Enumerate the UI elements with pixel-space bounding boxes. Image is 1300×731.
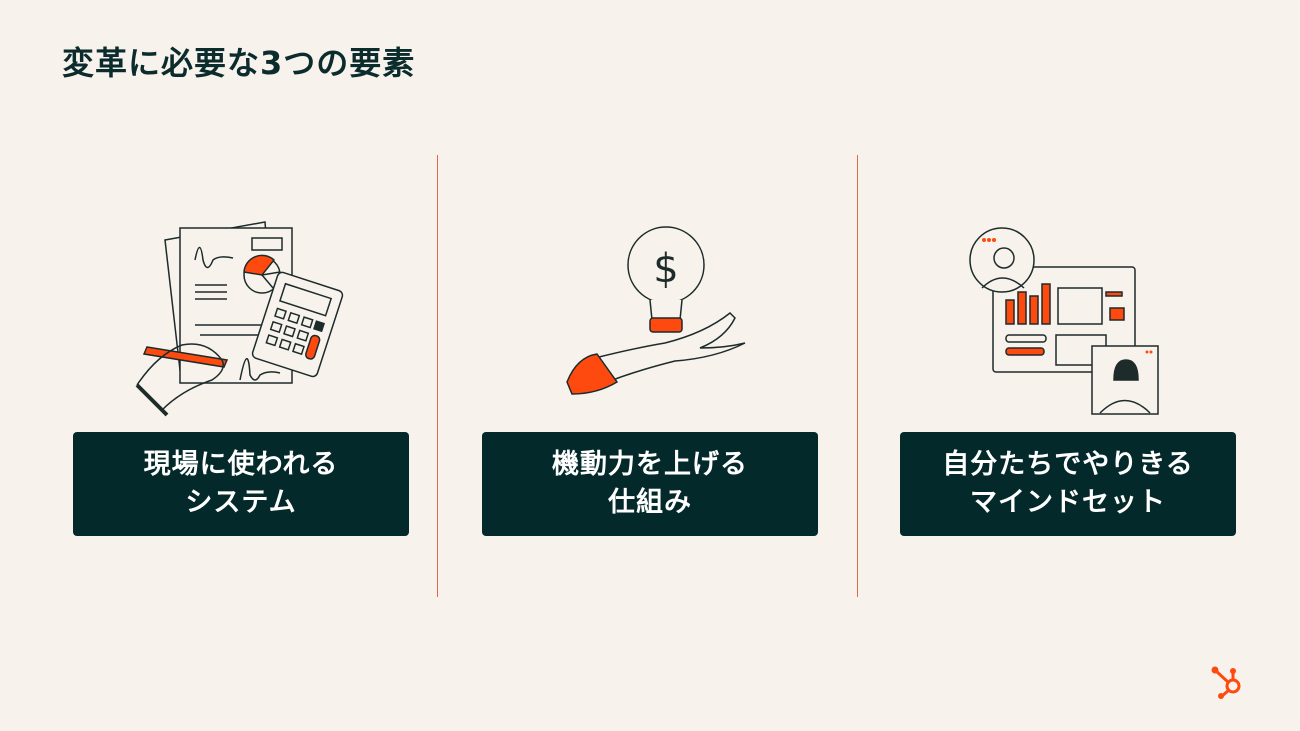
card-line: 仕組み: [608, 487, 692, 518]
document-calculator-illustration: [135, 221, 344, 417]
card-line: 自分たちでやりきる: [942, 449, 1194, 480]
hubspot-logo-icon: [1211, 666, 1241, 699]
element-card-mindset: 自分たちでやりきる マインドセット: [900, 432, 1236, 536]
svg-text:$: $: [653, 246, 678, 292]
column-divider: [437, 155, 438, 597]
column-divider: [857, 155, 858, 597]
video-call-dashboard-illustration: [969, 227, 1159, 415]
page-title: 変革に必要な3つの要素: [62, 44, 416, 82]
lightbulb-hand-illustration: $: [566, 226, 746, 395]
element-card-system: 現場に使われる システム: [73, 432, 409, 536]
card-line: システム: [185, 487, 297, 518]
card-line: 現場に使われる: [143, 449, 339, 480]
card-line: マインドセット: [970, 487, 1166, 518]
card-line: 機動力を上げる: [552, 449, 748, 480]
element-card-mechanism: 機動力を上げる 仕組み: [482, 432, 818, 536]
